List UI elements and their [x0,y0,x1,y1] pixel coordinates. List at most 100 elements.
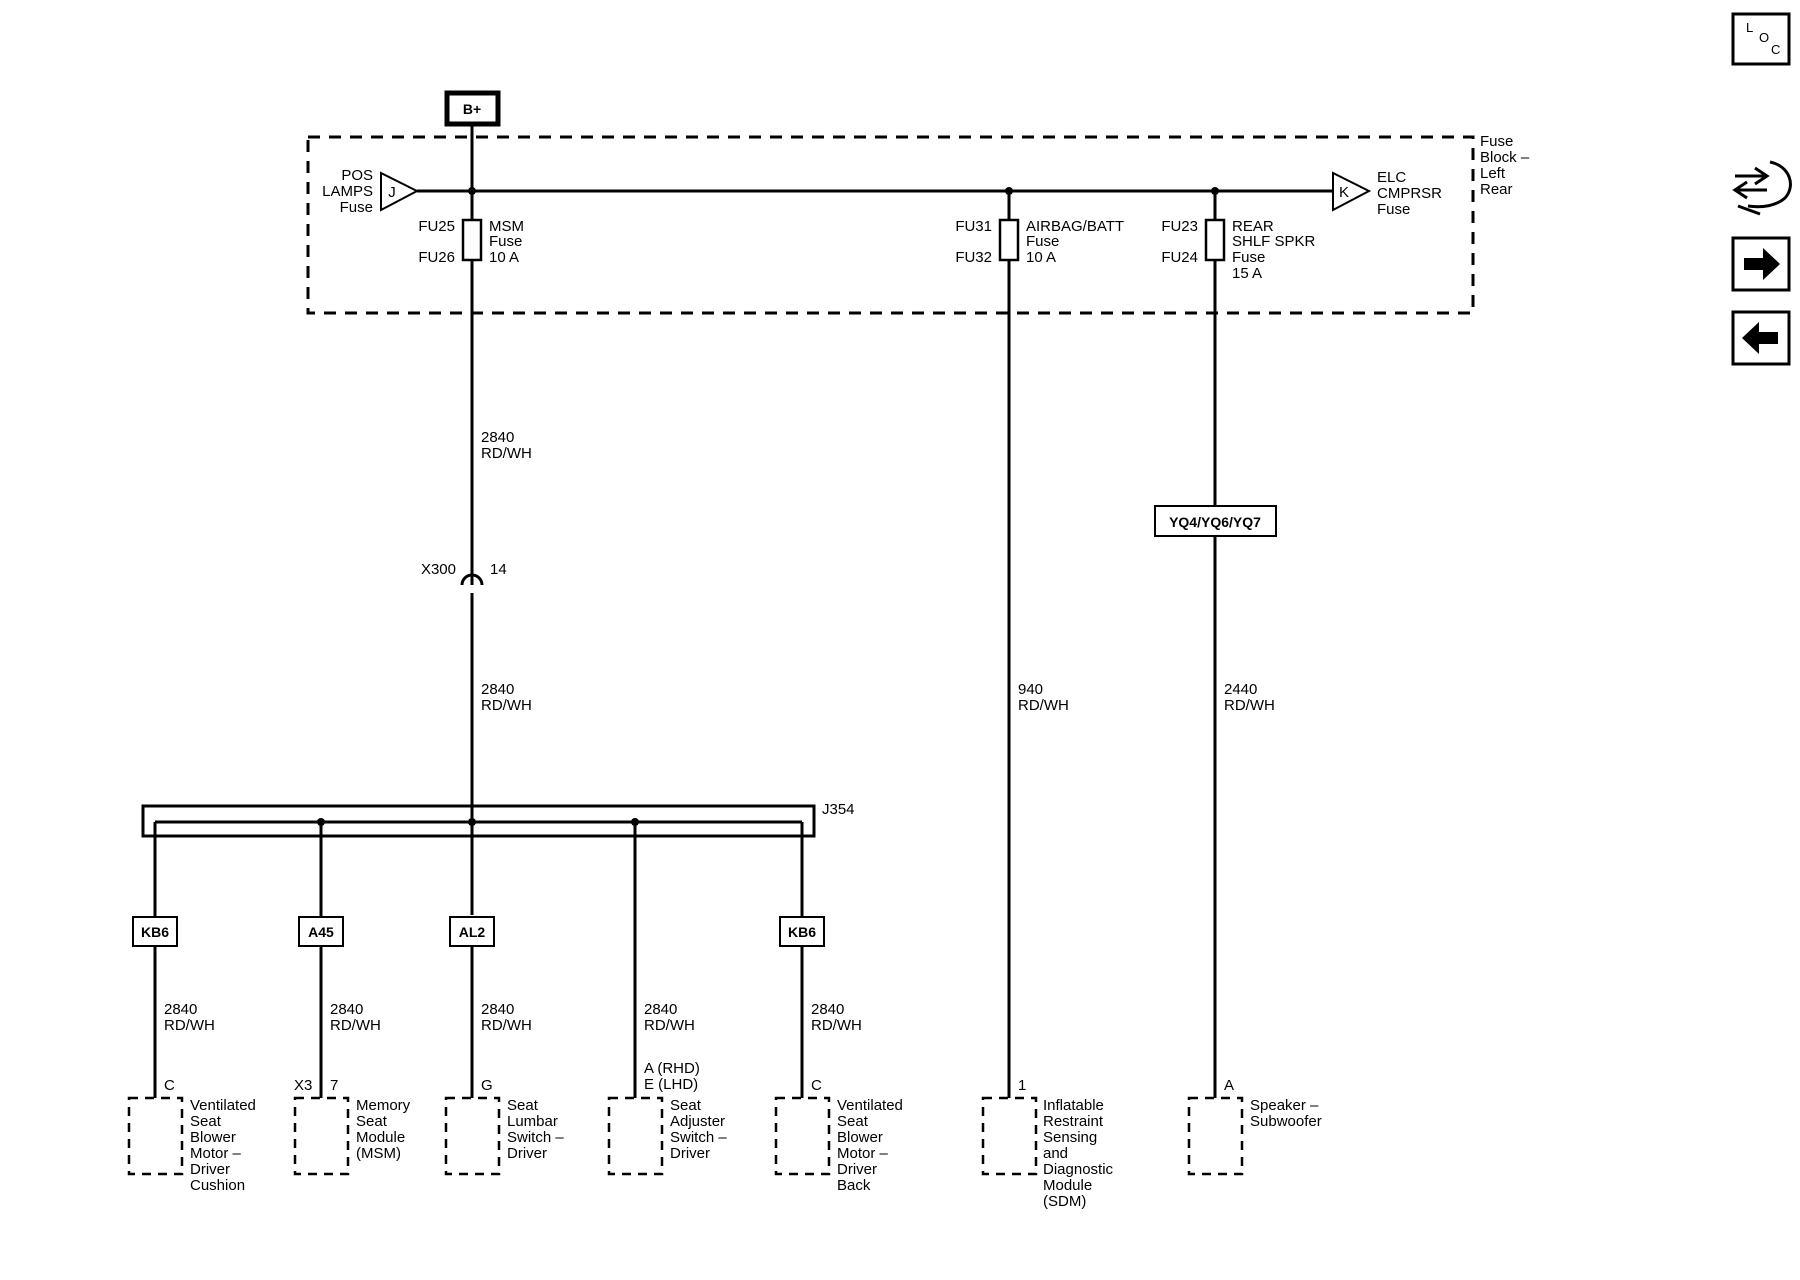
pos-lamps-connector-arrow [380,171,420,212]
component-c2-line1: Memory [356,1097,411,1114]
component-c1-line6: Cushion [190,1177,245,1194]
airbag-fuse-label-1: AIRBAG/BATT [1026,218,1124,235]
component-c1-line1: Ventilated [190,1097,256,1114]
rpo-kb6-label-2: KB6 [788,924,816,940]
x300-connector-symbol [460,573,484,586]
loc-letter-c: C [1771,42,1780,57]
wire-w1-color: RD/WH [481,445,532,462]
rear-fuse-ref-bottom: FU24 [1161,249,1198,266]
wire-b4-color: RD/WH [644,1017,695,1034]
component-c7-pin: A [1224,1077,1234,1094]
wire-b2-circuit: 2840 [330,1001,363,1018]
component-c3-line3: Switch – [507,1129,564,1146]
fuse-block-label-4: Rear [1480,181,1513,198]
component-c6-line2: Restraint [1043,1113,1104,1130]
component-seat-blower-cushion [127,1096,184,1176]
wire-airbag-circuit: 940 [1018,681,1043,698]
component-c3-line1: Seat [507,1097,539,1114]
component-c3-line4: Driver [507,1145,547,1162]
component-seat-blower-back [774,1096,831,1176]
pos-lamps-connector-id: J [388,184,396,201]
airbag-fuse-label-2: Fuse [1026,233,1059,250]
elc-cmprsr-label-1: ELC [1377,169,1406,186]
component-c7-line2: Subwoofer [1250,1113,1322,1130]
wire-b3-circuit: 2840 [481,1001,514,1018]
airbag-fuse-label-3: 10 A [1026,249,1056,266]
msm-fuse-label-3: 10 A [489,249,519,266]
component-c6-line7: (SDM) [1043,1193,1086,1210]
wire-w2-color: RD/WH [481,697,532,714]
msm-fuse-label-2: Fuse [489,233,522,250]
x300-connector-pin: 14 [490,561,507,578]
bus-junction-msm [468,187,476,195]
rpo-yq-label: YQ4/YQ6/YQ7 [1169,514,1261,530]
wire-rear-circuit: 2440 [1224,681,1257,698]
component-c4-pin-rhd: A (RHD) [644,1060,700,1077]
rpo-a45-box [298,916,344,947]
rpo-kb6-label-1: KB6 [141,924,169,940]
component-c6-pin: 1 [1018,1077,1026,1094]
fuse-block-outline [306,135,1475,315]
msm-fuse-symbol [461,218,483,262]
component-c4-line4: Driver [670,1145,710,1162]
component-c5-line6: Back [837,1177,871,1194]
rpo-a45-label: A45 [308,924,334,940]
component-seat-adjuster-switch [607,1096,664,1176]
rear-fuse-symbol [1204,218,1226,262]
fuse-block-label-2: Block – [1480,149,1530,166]
battery-positive-label: B+ [463,101,481,117]
arrow-left-icon[interactable] [1731,310,1791,366]
rpo-al2-box [449,916,495,947]
component-c2-line2: Seat [356,1113,388,1130]
location-view-icon[interactable]: L O C [1731,12,1791,66]
fuse-block-label-1: Fuse [1480,133,1513,150]
wire-rear-color: RD/WH [1224,697,1275,714]
component-c4-pin-lhd: E (LHD) [644,1076,698,1093]
msm-fuse-ref-top: FU25 [418,218,455,235]
x300-connector-name: X300 [421,561,456,578]
component-subwoofer [1187,1096,1244,1176]
component-seat-lumbar-switch [444,1096,501,1176]
loc-letter-l: L [1746,20,1753,35]
msm-fuse-ref-bottom: FU26 [418,249,455,266]
component-c5-line5: Driver [837,1161,877,1178]
wire-b5-color: RD/WH [811,1017,862,1034]
component-c5-line2: Seat [837,1113,869,1130]
wire-b2-color: RD/WH [330,1017,381,1034]
component-c6-line5: Diagnostic [1043,1161,1114,1178]
rpo-al2-label: AL2 [459,924,486,940]
arrow-right-icon[interactable] [1731,236,1791,292]
component-c1-line4: Motor – [190,1145,242,1162]
component-c2-line4: (MSM) [356,1145,401,1162]
wire-b4-circuit: 2840 [644,1001,677,1018]
connector-tool-icon[interactable] [1732,160,1792,216]
pos-lamps-label-1: POS [341,167,373,184]
component-sdm [981,1096,1038,1176]
rear-fuse-label-4: 15 A [1232,265,1262,282]
component-c5-pin: C [811,1077,822,1094]
component-c1-line2: Seat [190,1113,222,1130]
rear-fuse-label-1: REAR [1232,218,1274,235]
wire-b5-circuit: 2840 [811,1001,844,1018]
rear-fuse-label-3: Fuse [1232,249,1265,266]
rpo-kb6-box-2 [779,916,825,947]
component-c1-pin: C [164,1077,175,1094]
component-c3-pin: G [481,1077,493,1094]
component-c4-line2: Adjuster [670,1113,725,1130]
component-c6-line6: Module [1043,1177,1092,1194]
component-c1-line5: Driver [190,1161,230,1178]
component-c4-line1: Seat [670,1097,702,1114]
wire-b3-color: RD/WH [481,1017,532,1034]
component-c1-line3: Blower [190,1129,236,1146]
component-c5-line1: Ventilated [837,1097,903,1114]
component-c5-line3: Blower [837,1129,883,1146]
rear-fuse-ref-top: FU23 [1161,218,1198,235]
component-memory-seat-module [293,1096,350,1176]
component-c2-line3: Module [356,1129,405,1146]
component-c6-line1: Inflatable [1043,1097,1104,1114]
component-c7-line1: Speaker – [1250,1097,1319,1114]
msm-fuse-label-1: MSM [489,218,524,235]
elc-cmprsr-label-2: CMPRSR [1377,185,1442,202]
wire-w1-circuit: 2840 [481,429,514,446]
